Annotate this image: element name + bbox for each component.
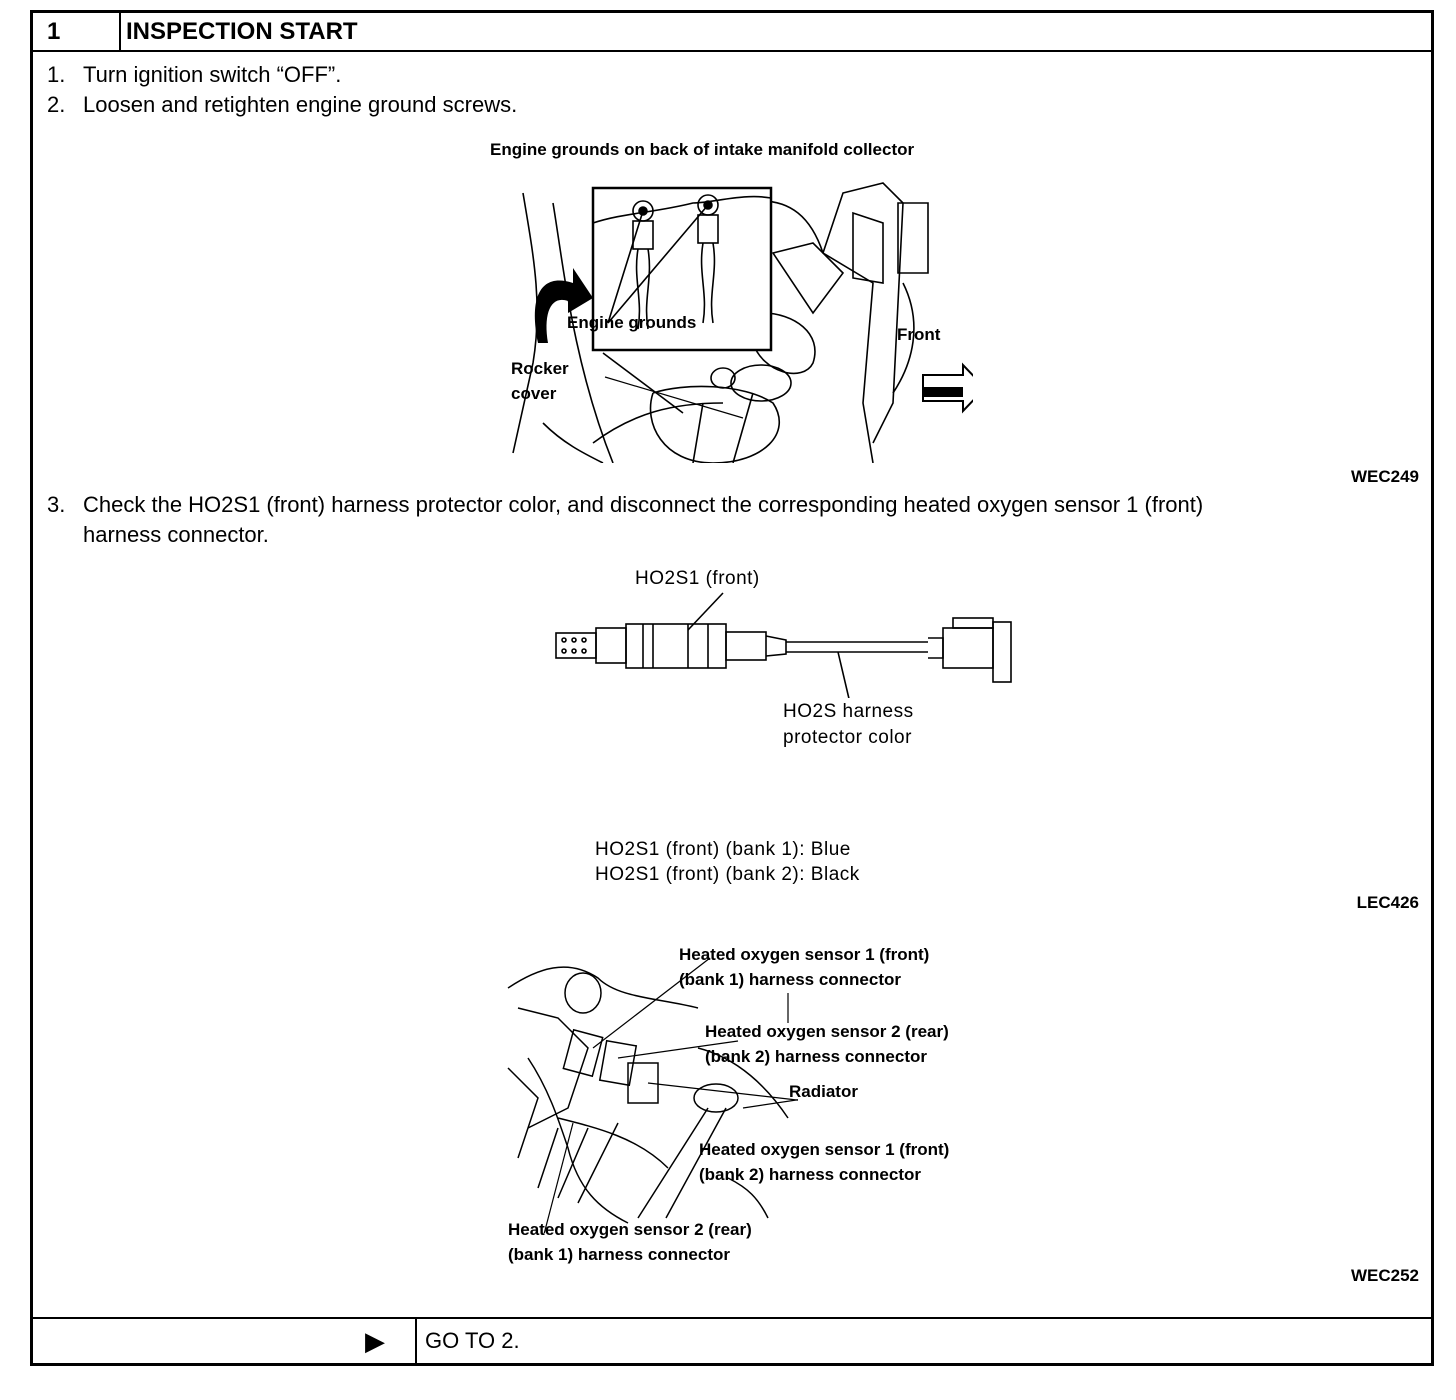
engine-grounds-illustration [512,182,973,463]
rocker-cover-label-1: Rocker [511,359,569,378]
engine-grounds-label: Engine grounds [567,313,697,332]
figure3-ref: WEC252 [1350,1266,1419,1285]
instruction-text-line1: Check the HO2S1 (front) harness protecto… [83,492,1204,517]
h1-bank2-label-1: Heated oxygen sensor 1 (front) [699,1140,950,1159]
instruction-number: 3. [47,492,66,517]
h2-bank2-label-1: Heated oxygen sensor 2 (rear) [705,1022,949,1041]
right-triangle-icon: ▶ [365,1326,385,1356]
instruction-3: 3. Check the HO2S1 (front) harness prote… [47,490,1417,550]
harness-connectors-illustration [507,957,798,1233]
procedure-frame: 1 INSPECTION START 1. Turn ignition swit… [30,10,1434,1366]
instruction-number: 1. [47,62,66,87]
instruction-text-line2: harness connector. [83,522,269,547]
front-label: Front [897,325,941,344]
bank2-color: HO2S1 (front) (bank 2): Black [595,864,860,885]
figure2-ref: LEC426 [1356,893,1419,912]
ho2s1-sensor-illustration [555,592,1012,698]
ho2s1-front-label: HO2S1 (front) [635,568,760,589]
h1-bank1-label-1: Heated oxygen sensor 1 (front) [679,945,930,964]
goto-next-step-link[interactable]: GO TO 2. [425,1328,520,1353]
step-header: 1 INSPECTION START [33,13,1431,52]
instruction-text: Loosen and retighten engine ground screw… [83,92,518,117]
protector-color-label-1: HO2S harness [783,701,914,722]
bank1-color: HO2S1 (front) (bank 1): Blue [595,839,851,860]
h2-bank2-label-2: (bank 2) harness connector [705,1047,928,1066]
instruction-number: 2. [47,92,66,117]
h1-bank2-label-2: (bank 2) harness connector [699,1165,922,1184]
figure1-ref: WEC249 [1350,467,1419,486]
step-number: 1 [33,13,121,50]
radiator-label: Radiator [789,1082,858,1101]
protector-color-label-2: protector color [783,727,912,748]
next-step-row: ▶ GO TO 2. [33,1317,1431,1363]
instruction-1: 1. Turn ignition switch “OFF”. [47,60,1387,90]
instruction-2: 2. Loosen and retighten engine ground sc… [47,90,1387,120]
step-title: INSPECTION START [126,18,358,45]
figure1-caption: Engine grounds on back of intake manifol… [490,140,915,159]
h2-bank1-label-1: Heated oxygen sensor 2 (rear) [508,1220,752,1239]
h2-bank1-label-2: (bank 1) harness connector [508,1245,731,1264]
next-arrow-cell: ▶ [33,1319,417,1363]
h1-bank1-label-2: (bank 1) harness connector [679,970,902,989]
rocker-cover-label-2: cover [511,384,557,403]
instruction-text: Turn ignition switch “OFF”. [83,62,342,87]
